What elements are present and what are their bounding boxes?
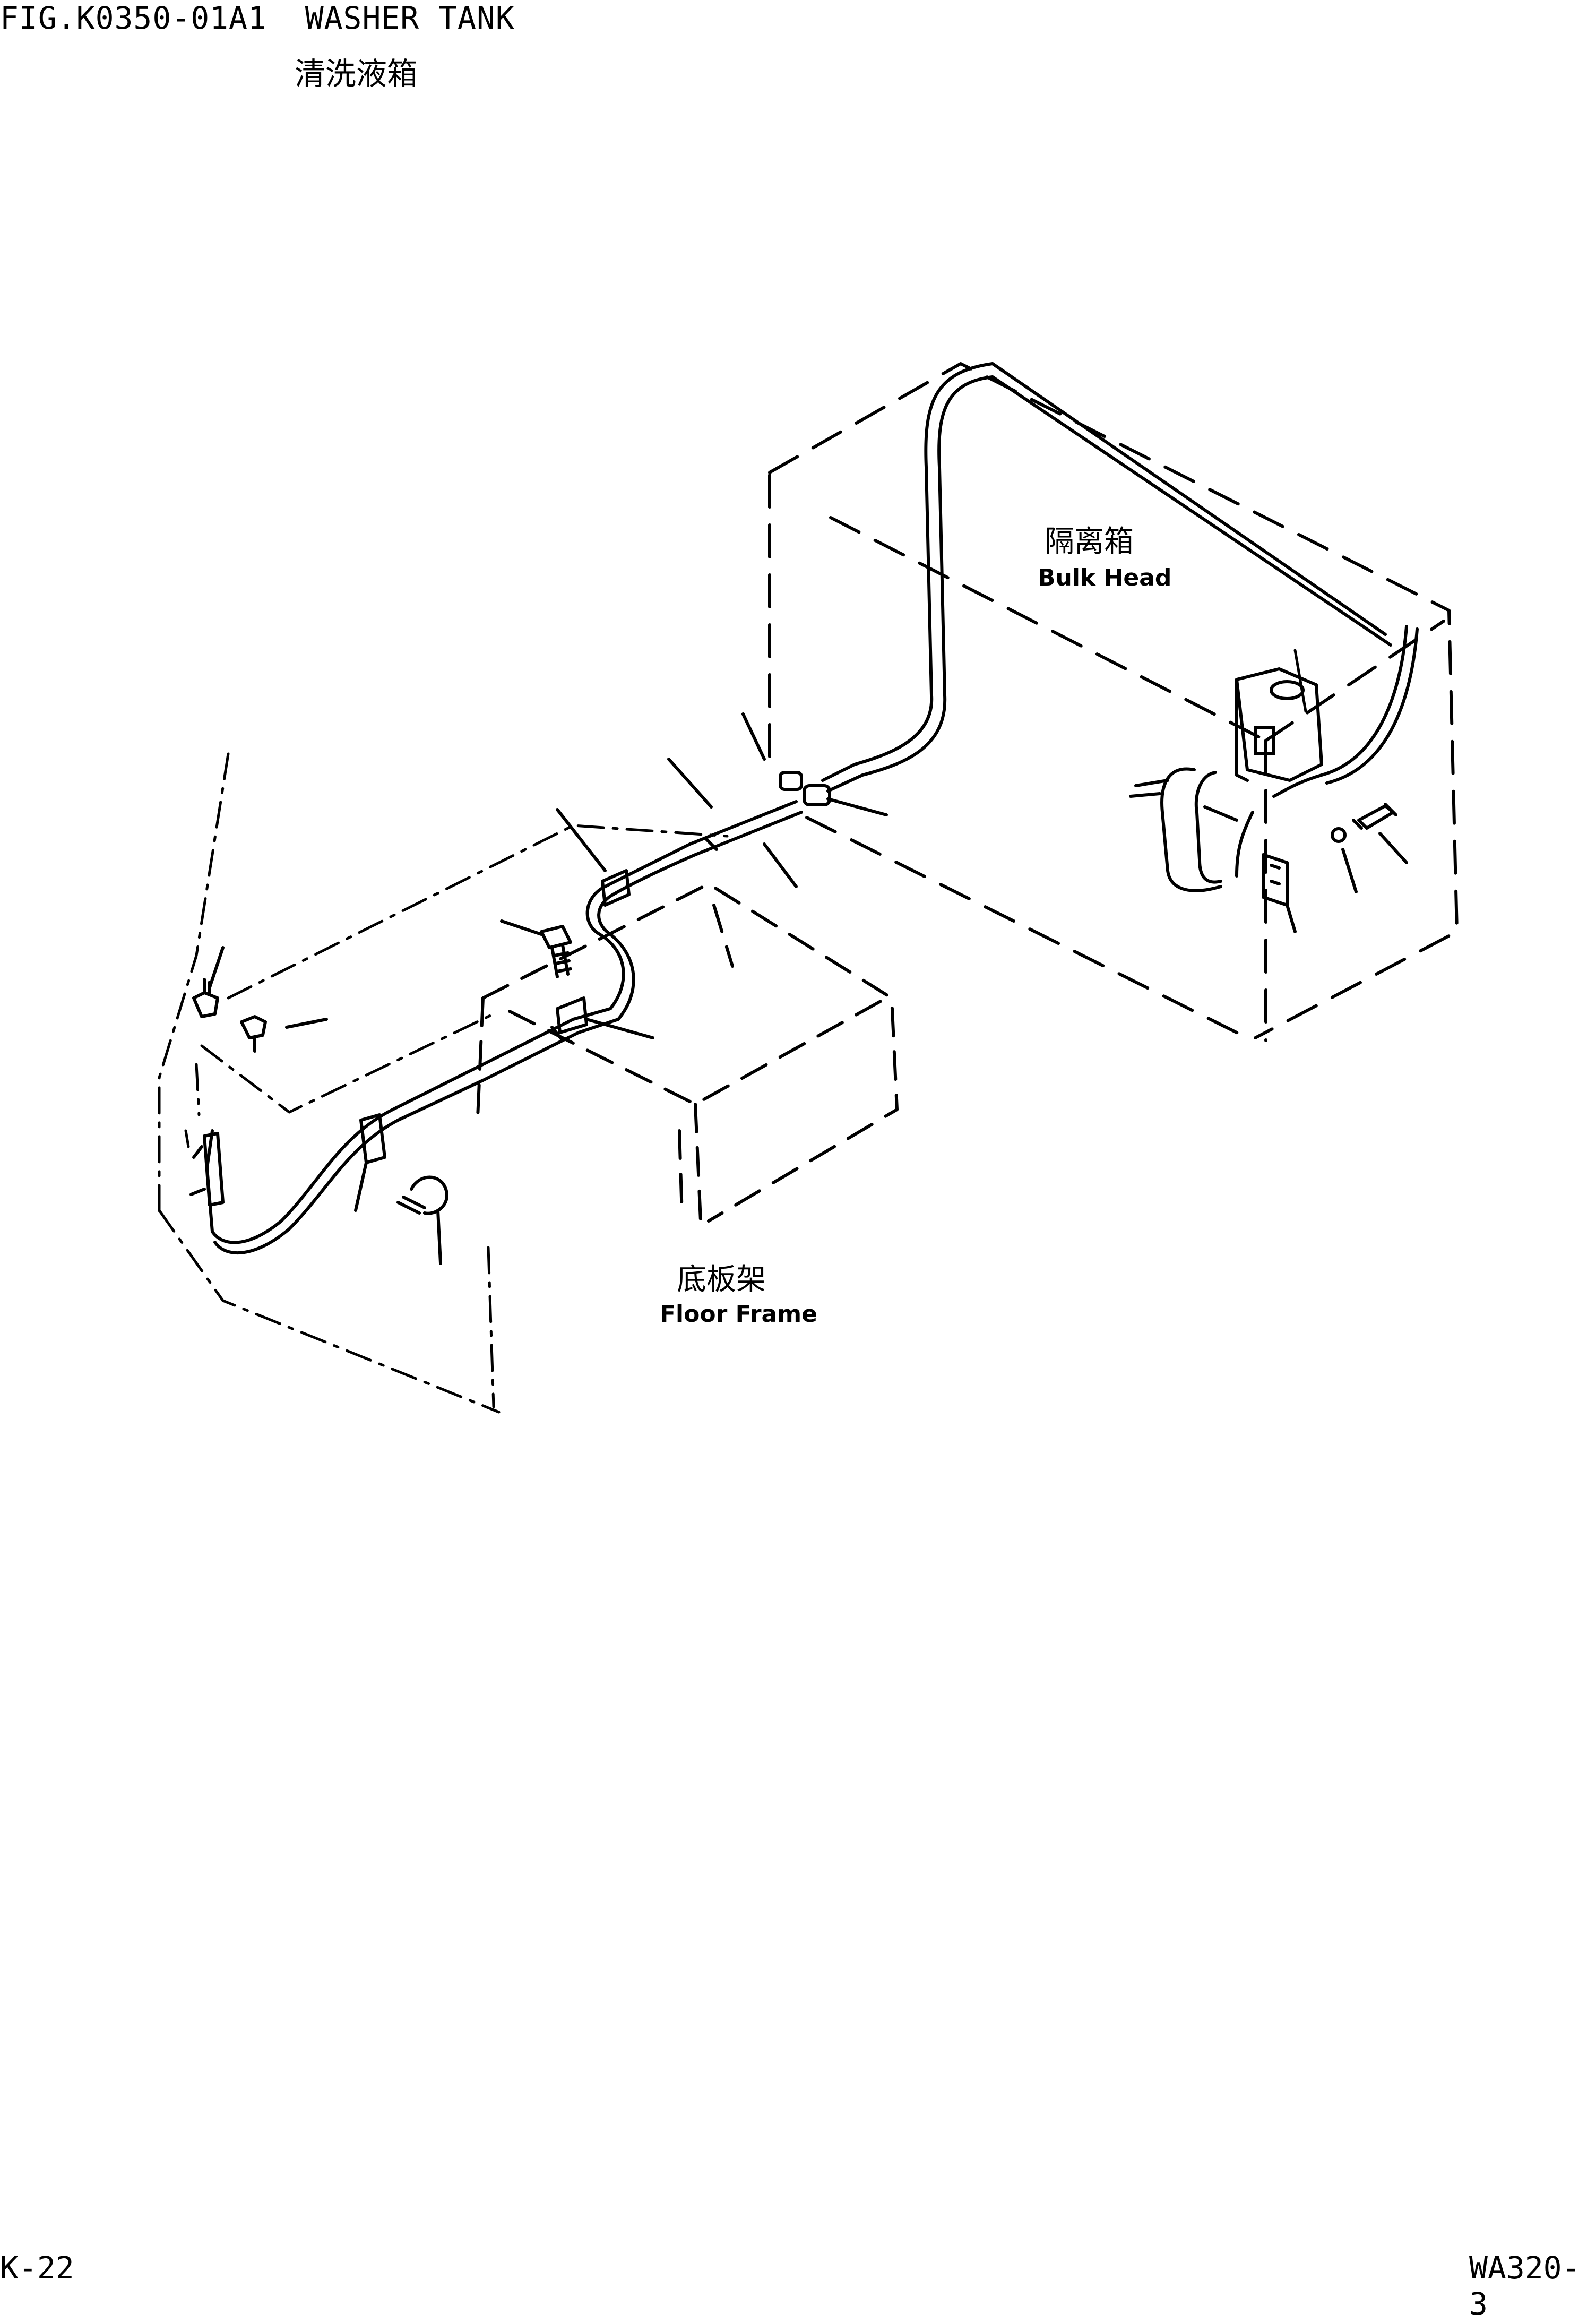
floor-frame-label-english: Floor Frame (660, 1301, 817, 1328)
floor-frame-outline (476, 882, 899, 1223)
washer-pump (189, 1132, 225, 1207)
figure-code: FIG.K0350-01A1 WASHER TANK (0, 0, 515, 36)
washer-tank (1129, 667, 1323, 892)
bulkhead-outline (768, 362, 1459, 1042)
bulkhead-label-english: Bulk Head (1038, 564, 1172, 591)
cab-outline (158, 752, 729, 1414)
hose-joint (667, 712, 888, 888)
hose-clamp-cab (354, 1113, 448, 1265)
tank-leader (1293, 649, 1307, 713)
figure-title-chinese: 清洗液箱 (295, 56, 418, 92)
bolt-middle (500, 919, 572, 978)
model-number: WA320-3 (1469, 2250, 1581, 2322)
floor-frame-label-chinese: 底板架 (677, 1262, 766, 1297)
washer-nozzles (192, 946, 328, 1053)
page-number: K-22 (0, 2250, 74, 2286)
hose-clip-lower (550, 996, 654, 1042)
washer-hose (205, 362, 1419, 1255)
hose-clip-upper (556, 808, 631, 907)
bulkhead-label-chinese: 隔离箱 (1045, 524, 1134, 559)
tank-bracket (1262, 803, 1408, 933)
